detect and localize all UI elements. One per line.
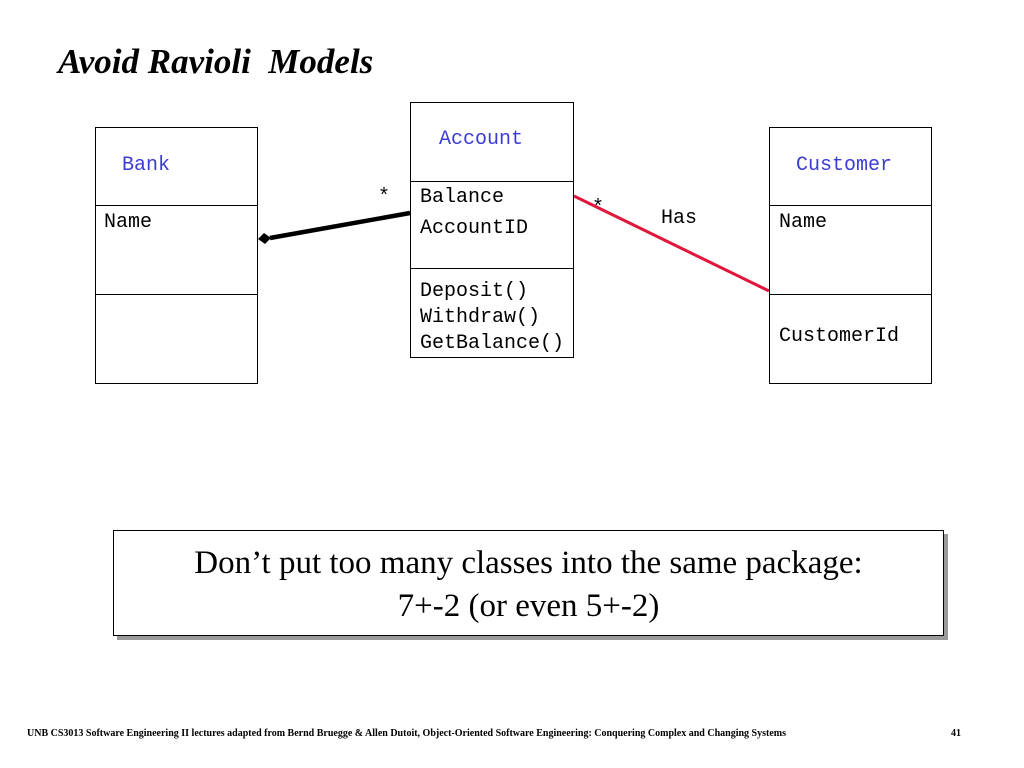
account-class-name: Account	[439, 128, 524, 151]
customer-divider-2	[770, 294, 931, 295]
customer-class: Customer Name CustomerId	[769, 127, 932, 384]
page-number: 41	[951, 728, 961, 739]
customer-operation-customerid: CustomerId	[779, 325, 900, 348]
aggregation-diamond	[258, 233, 271, 244]
slide-title: Avoid Ravioli Models	[58, 42, 374, 81]
bank-divider-1	[96, 205, 257, 206]
customer-divider-1	[770, 205, 931, 206]
account-operation-deposit: Deposit()	[420, 280, 529, 303]
customer-attribute-name: Name	[779, 211, 828, 234]
bank-attribute-name: Name	[104, 211, 153, 234]
note-line-1: Don’t put too many classes into the same…	[194, 545, 863, 581]
account-divider-1	[411, 181, 573, 182]
note-line-2: 7+-2 (or even 5+-2)	[397, 588, 660, 624]
account-attribute-accountid: AccountID	[420, 217, 529, 240]
bank-divider-2	[96, 294, 257, 295]
bank-account-multiplicity: *	[378, 186, 391, 209]
account-attribute-balance: Balance	[420, 186, 505, 209]
bank-account-association	[269, 210, 411, 241]
account-operation-getbalance: GetBalance()	[420, 332, 565, 355]
account-operation-withdraw: Withdraw()	[420, 306, 541, 329]
account-divider-2	[411, 268, 573, 269]
slide-footer: UNB CS3013 Software Engineering II lectu…	[27, 728, 786, 739]
customer-class-name: Customer	[796, 154, 893, 177]
account-customer-association	[573, 194, 770, 293]
bank-class-name: Bank	[122, 154, 171, 177]
bank-class: Bank Name	[95, 127, 258, 384]
association-label-has: Has	[661, 207, 698, 230]
guideline-note: Don’t put too many classes into the same…	[113, 530, 944, 636]
account-class: Account Balance AccountID Deposit() With…	[410, 102, 574, 358]
account-customer-multiplicity: *	[592, 197, 605, 220]
